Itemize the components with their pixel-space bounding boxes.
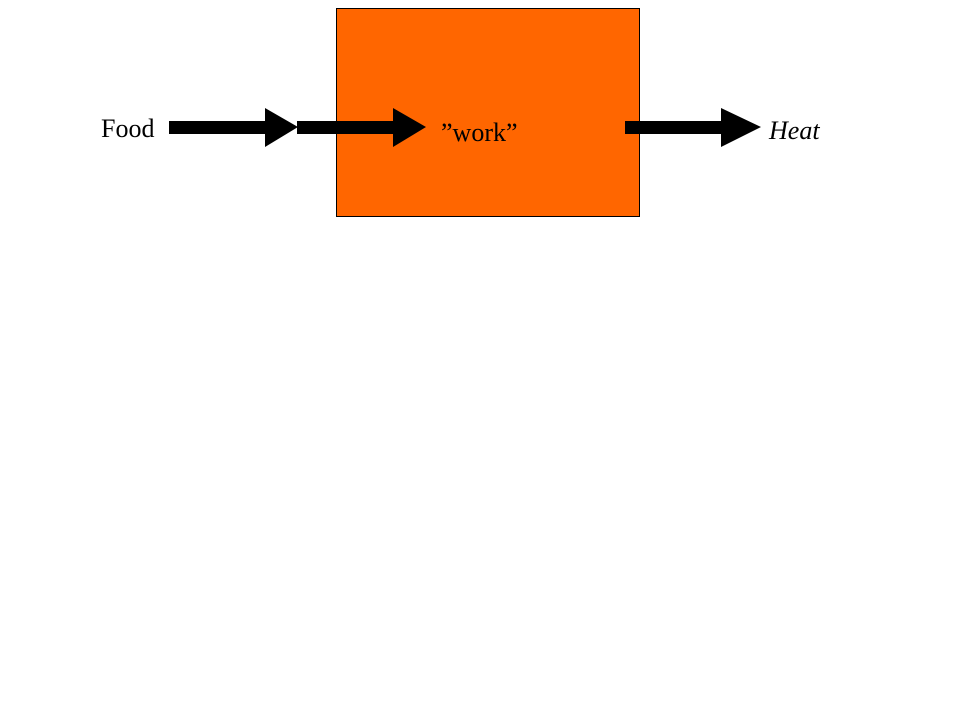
input-label: Food xyxy=(101,114,155,143)
process-box xyxy=(336,8,640,217)
process-label: ”work” xyxy=(441,118,518,147)
output-label: Heat xyxy=(769,116,820,145)
